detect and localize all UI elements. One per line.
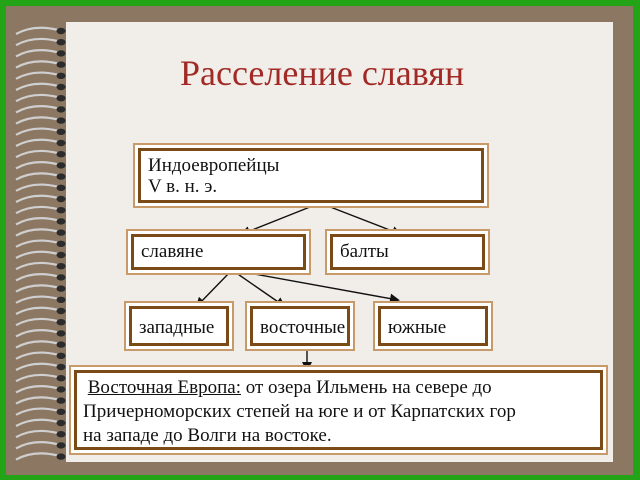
arrow-root-slavs (240, 202, 321, 236)
binding-ring (15, 429, 66, 439)
region-line-1: Восточная Европа: от озера Ильмень на се… (83, 376, 594, 400)
region-text-1: от озера Ильмень на севере до (241, 377, 492, 398)
region-text-3: на западе до Волги на востоке. (83, 425, 332, 446)
binding-ring (15, 71, 66, 80)
binding-ring (15, 82, 66, 91)
node-south-slavs: южные (378, 306, 488, 346)
binding-ring (15, 351, 66, 360)
node-balts: балты (330, 234, 485, 270)
binding-ring (15, 138, 66, 147)
node-indo-europeans-date: V в. н. э. (148, 176, 218, 197)
arrow-slavs-east (231, 269, 286, 308)
arrow-slavs-south (231, 269, 400, 304)
binding-ring (15, 161, 66, 170)
slide-title: Расселение славян (180, 53, 465, 93)
binding-ring (15, 93, 66, 103)
binding-ring (15, 172, 66, 181)
binding-ring (15, 373, 66, 383)
binding-ring (15, 228, 66, 237)
binding-ring (15, 49, 66, 58)
binding-ring (15, 26, 66, 35)
region-description: Восточная Европа: от озера Ильмень на се… (74, 370, 603, 450)
binding-ring (15, 105, 66, 114)
binding-ring (15, 295, 66, 304)
binding-ring (15, 362, 66, 371)
node-west-slavs: западные (129, 306, 229, 346)
node-balts-label: балты (340, 241, 389, 262)
node-slavs-label: славяне (141, 241, 204, 262)
binding-ring (15, 340, 66, 349)
region-heading: Восточная Европа: (87, 377, 241, 398)
node-indo-europeans-label: Индоевропейцы (148, 155, 280, 176)
arrow-root-balts (319, 202, 402, 236)
spiral-binding (15, 26, 66, 461)
binding-ring (15, 418, 66, 427)
node-east-slavs-label: восточные (260, 317, 346, 338)
binding-ring (15, 306, 66, 315)
binding-ring (15, 149, 66, 159)
node-west-slavs-label: западные (139, 317, 215, 338)
node-east-slavs: восточные (250, 306, 350, 346)
binding-ring (15, 452, 66, 461)
node-slavs: славяне (131, 234, 306, 270)
binding-ring (15, 317, 66, 327)
binding-ring (15, 261, 66, 271)
binding-ring (15, 127, 66, 136)
node-indo-europeans: Индоевропейцы V в. н. э. (138, 148, 484, 203)
node-south-slavs-label: южные (388, 317, 447, 338)
binding-ring (15, 273, 66, 282)
binding-ring (15, 194, 66, 203)
binding-ring (15, 250, 66, 259)
binding-ring (15, 329, 66, 338)
binding-ring (15, 385, 66, 394)
region-text-2: Причерноморских степей на юге и от Карпа… (83, 401, 516, 422)
binding-ring (15, 116, 66, 125)
binding-ring (15, 60, 66, 69)
binding-ring (15, 205, 66, 215)
binding-ring (15, 183, 66, 192)
binding-ring (15, 441, 66, 450)
binding-ring (15, 396, 66, 405)
binding-ring (15, 239, 66, 248)
binding-ring (15, 407, 66, 416)
binding-ring (15, 37, 66, 47)
binding-ring (15, 284, 66, 293)
arrow-slavs-west (195, 269, 233, 308)
binding-ring (15, 217, 66, 226)
